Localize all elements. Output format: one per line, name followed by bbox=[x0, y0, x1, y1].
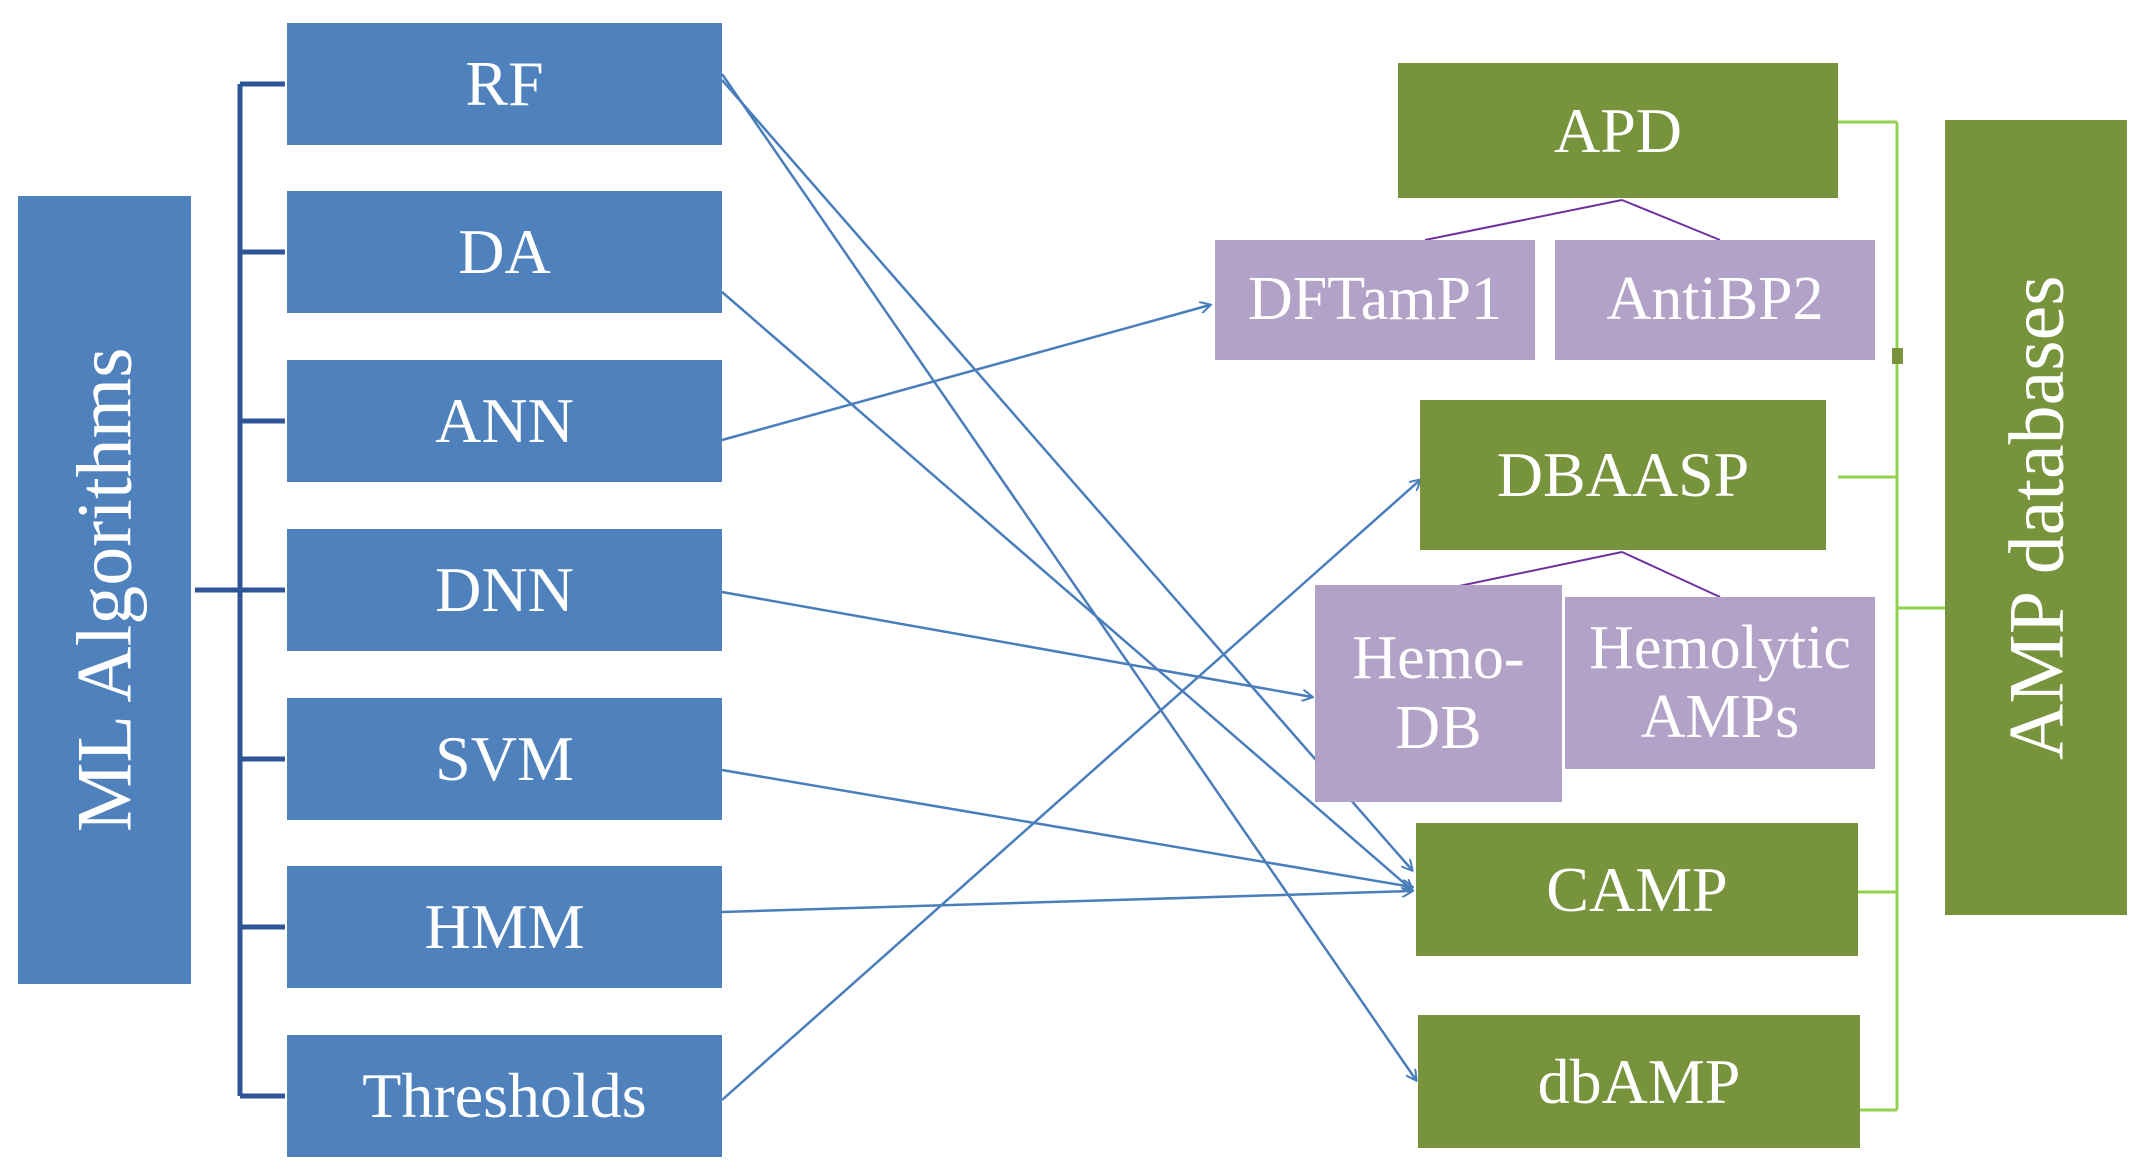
algorithm-hmm: HMM bbox=[287, 866, 722, 988]
sub-database-hemolytic-amps-line-2: AMPs bbox=[1640, 683, 1800, 751]
sub-database-hemo-db-line-2: DB bbox=[1395, 693, 1482, 762]
db-bracket-marker bbox=[1892, 348, 1903, 364]
arrow-ann-dftamp1 bbox=[721, 305, 1210, 442]
arrow-da-camp bbox=[721, 291, 1412, 890]
algorithm-svm: SVM bbox=[287, 698, 722, 820]
sub-database-dftamp1-label: DFTamP1 bbox=[1247, 265, 1503, 334]
algorithm-ann: ANN bbox=[287, 360, 722, 482]
sub-database-hemolytic-amps-line-1: Hemolytic bbox=[1589, 613, 1851, 682]
arrow-rf-camp bbox=[721, 79, 1412, 870]
amp-databases-label: AMP databases bbox=[1992, 275, 2080, 760]
ml-bracket bbox=[195, 81, 285, 1099]
sub-database-hemo-db-line-1: Hemo- bbox=[1352, 624, 1525, 693]
sub-database-dftamp1: DFTamP1 bbox=[1215, 240, 1535, 360]
algorithm-thresholds: Thresholds bbox=[287, 1035, 722, 1157]
ml-algorithms-label: ML Algorithms bbox=[60, 347, 148, 833]
algorithm-da: DA bbox=[287, 191, 722, 313]
database-camp: CAMP bbox=[1416, 823, 1858, 956]
algorithm-rf: RF bbox=[287, 23, 722, 145]
ml-algorithms-panel: ML Algorithms bbox=[18, 196, 191, 984]
amp-databases-panel: AMP databases bbox=[1945, 120, 2127, 915]
arrow-thresholds-dbaasp bbox=[721, 480, 1420, 1101]
sub-database-antibp2: AntiBP2 bbox=[1555, 240, 1875, 360]
db-bracket bbox=[1838, 120, 1945, 1112]
arrow-svm-camp bbox=[721, 768, 1412, 887]
sub-connectors bbox=[1424, 199, 1721, 598]
arrow-hmm-camp bbox=[721, 891, 1412, 914]
sub-database-antibp2-label: AntiBP2 bbox=[1606, 265, 1824, 334]
sub-database-hemolytic-amps: Hemolytic AMPs bbox=[1565, 597, 1875, 769]
algorithm-dnn: DNN bbox=[287, 529, 722, 651]
arrow-dnn-hemo-db bbox=[721, 590, 1312, 697]
sub-database-hemo-db: Hemo- DB bbox=[1315, 585, 1562, 802]
database-dbaasp: DBAASP bbox=[1420, 400, 1826, 550]
database-dbamp: dbAMP bbox=[1418, 1015, 1860, 1148]
arrow-rf-dbamp bbox=[720, 73, 1416, 1080]
database-apd: APD bbox=[1398, 63, 1838, 198]
